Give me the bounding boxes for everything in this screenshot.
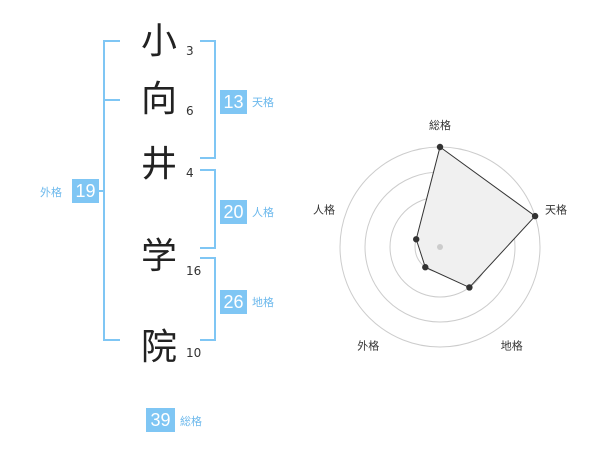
tenkaku-value: 13 bbox=[220, 90, 247, 114]
radar-area bbox=[415, 146, 536, 289]
gaikaku-value: 19 bbox=[72, 179, 99, 203]
stroke-count-3: 4 bbox=[186, 166, 194, 180]
chikaku-label: 地格 bbox=[252, 296, 274, 309]
radar-point-3 bbox=[466, 284, 473, 291]
stroke-count-5: 10 bbox=[186, 346, 202, 360]
radar-point-4 bbox=[422, 264, 429, 271]
radar-axis-label-3: 地格 bbox=[501, 339, 523, 353]
radar-axis-label-1: 総格 bbox=[429, 118, 451, 132]
radar-axis-label-4: 外格 bbox=[357, 339, 379, 353]
soukaku-value: 39 bbox=[146, 408, 175, 432]
jinkaku-value: 20 bbox=[220, 200, 247, 224]
radar-center bbox=[437, 244, 443, 250]
chikaku-bracket bbox=[200, 257, 216, 341]
tenkaku-bracket bbox=[200, 40, 216, 159]
radar-point-5 bbox=[413, 236, 420, 243]
gaikaku-label: 外格 bbox=[40, 186, 62, 199]
radar-point-1 bbox=[436, 143, 444, 151]
radar-axis-label-2: 天格 bbox=[545, 202, 567, 216]
jinkaku-label: 人格 bbox=[252, 206, 274, 219]
stroke-count-2: 6 bbox=[186, 104, 194, 118]
name-char-2: 向 bbox=[140, 79, 177, 120]
chikaku-value: 26 bbox=[220, 290, 247, 314]
tenkaku-label: 天格 bbox=[252, 96, 274, 109]
stroke-count-4: 16 bbox=[186, 264, 202, 278]
name-char-1: 小 bbox=[140, 21, 177, 62]
soukaku-label: 総格 bbox=[180, 415, 202, 428]
name-char-5: 院 bbox=[140, 327, 177, 368]
radar-axis-label-5: 人格 bbox=[313, 202, 335, 216]
gaikaku-bracket bbox=[103, 40, 120, 341]
radar-point-2 bbox=[531, 212, 539, 220]
jinkaku-bracket bbox=[200, 169, 216, 249]
name-char-3: 井 bbox=[140, 144, 177, 185]
name-char-4: 学 bbox=[140, 236, 177, 277]
stroke-count-1: 3 bbox=[186, 44, 194, 58]
